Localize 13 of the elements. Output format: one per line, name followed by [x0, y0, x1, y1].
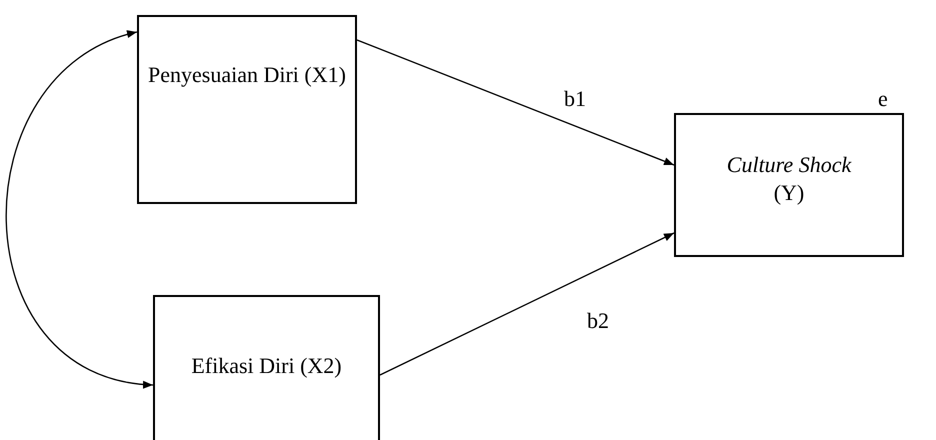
path-coefficient-label: b1 [564, 86, 586, 112]
variable-box [674, 113, 904, 257]
variable-label: (Y) [772, 179, 806, 207]
arrow [380, 232, 674, 376]
path-coefficient-label: b2 [587, 308, 609, 334]
variable-label: Culture Shock [726, 151, 852, 179]
arrow [356, 39, 674, 166]
variable-label: Penyesuaian Diri (X1) [147, 61, 347, 89]
variable-box [137, 15, 357, 204]
path-coefficient-label: e [878, 86, 888, 112]
variable-label: Efikasi Diri (X2) [190, 352, 343, 380]
variable-box [153, 295, 380, 440]
curved-double-arrow [6, 31, 154, 388]
